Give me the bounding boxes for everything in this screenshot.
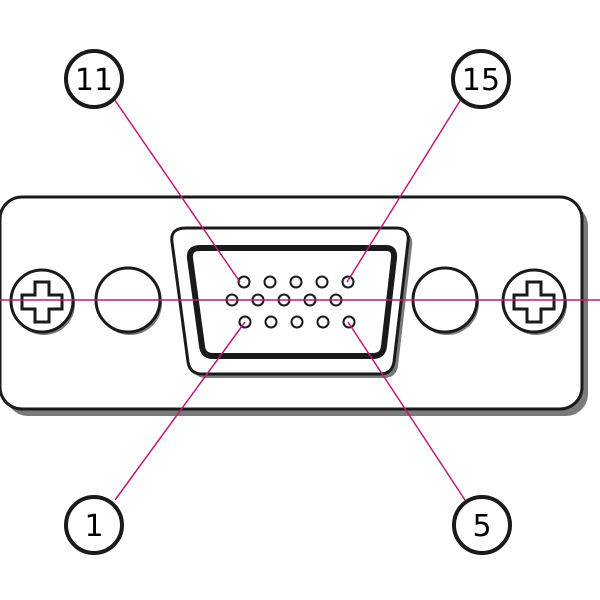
callout-label-11: 11 xyxy=(75,63,113,98)
right-mount-hole xyxy=(411,266,479,335)
leader-line-11 xyxy=(111,95,241,283)
left-screw-icon xyxy=(9,268,75,335)
pin-hole xyxy=(237,275,251,289)
callout-label-15: 15 xyxy=(462,63,500,98)
callout-1: 1 xyxy=(64,495,124,555)
leader-line-1 xyxy=(114,321,246,501)
pin-hole xyxy=(264,315,278,329)
callout-label-1: 1 xyxy=(84,509,103,544)
pin-hole xyxy=(341,275,355,289)
pin-hole xyxy=(342,315,356,329)
connector-socket-inner xyxy=(186,245,398,359)
pin-hole xyxy=(316,315,330,329)
pin-hole xyxy=(290,315,304,329)
pin-hole xyxy=(315,275,329,289)
callout-5: 5 xyxy=(452,495,512,555)
callout-11: 11 xyxy=(64,49,124,109)
left-mount-hole xyxy=(94,266,162,335)
pin-hole xyxy=(263,275,277,289)
leader-line-15 xyxy=(346,95,464,283)
callout-label-5: 5 xyxy=(472,509,491,544)
callout-15: 15 xyxy=(451,49,511,109)
right-screw-icon xyxy=(501,268,567,335)
leader-lines xyxy=(0,95,600,501)
leader-line-5 xyxy=(347,321,466,501)
pin-hole xyxy=(289,275,303,289)
